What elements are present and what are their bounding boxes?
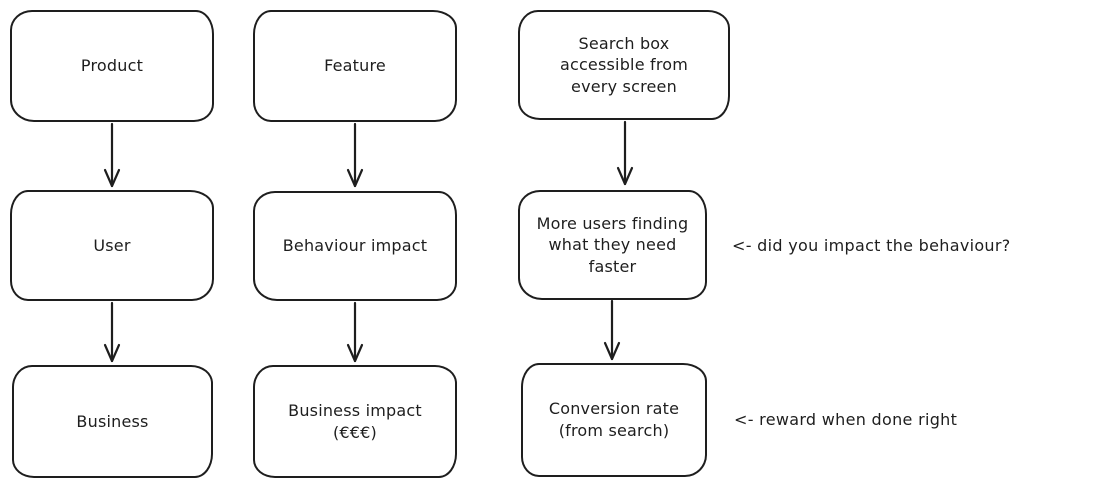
annotation-behaviour-question: <- did you impact the behaviour? bbox=[732, 236, 1011, 255]
node-business-impact-label: Business impact (€€€) bbox=[288, 400, 422, 442]
node-behaviour-impact: Behaviour impact bbox=[253, 191, 457, 301]
node-search-box-label: Search box accessible from every screen bbox=[559, 33, 689, 96]
arrow-down-behaviour-to-business-impact bbox=[346, 301, 364, 363]
node-business-impact: Business impact (€€€) bbox=[253, 365, 457, 478]
node-product: Product bbox=[10, 10, 214, 122]
node-feature-label: Feature bbox=[324, 56, 386, 76]
node-more-users-label: More users finding what they need faster bbox=[536, 213, 689, 276]
node-more-users: More users finding what they need faster bbox=[518, 190, 707, 300]
node-conversion-rate-label: Conversion rate (from search) bbox=[548, 399, 680, 440]
node-business: Business bbox=[12, 365, 213, 478]
node-feature: Feature bbox=[253, 10, 457, 122]
arrow-down-product-to-user bbox=[103, 122, 121, 188]
node-user-label: User bbox=[93, 235, 131, 255]
node-search-box: Search box accessible from every screen bbox=[518, 10, 730, 120]
arrow-down-searchbox-to-moreusers bbox=[616, 120, 634, 186]
node-user: User bbox=[10, 190, 214, 301]
arrow-down-feature-to-behaviour bbox=[346, 122, 364, 188]
node-product-label: Product bbox=[80, 56, 144, 76]
node-business-label: Business bbox=[76, 411, 149, 431]
arrow-down-moreusers-to-conversion bbox=[603, 299, 621, 361]
node-conversion-rate: Conversion rate (from search) bbox=[521, 363, 707, 477]
arrow-down-user-to-business bbox=[103, 301, 121, 363]
node-behaviour-impact-label: Behaviour impact bbox=[282, 236, 428, 256]
annotation-reward-note: <- reward when done right bbox=[734, 410, 958, 429]
